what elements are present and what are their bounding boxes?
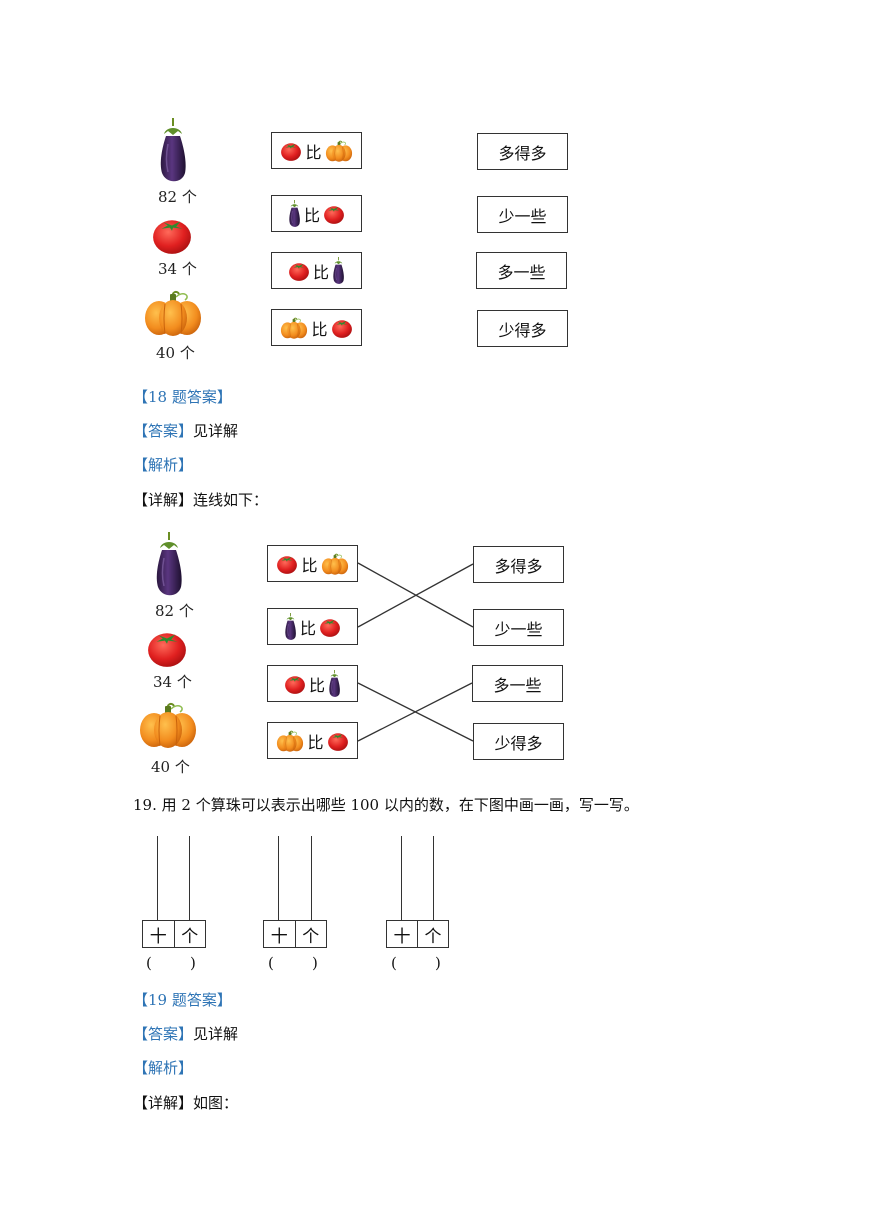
q18-analysis-label: 【解析】	[133, 456, 194, 474]
abacus-rod-ones	[433, 836, 435, 921]
detail-text: 如图：	[193, 1094, 239, 1112]
abacus-rod-tens	[278, 836, 280, 921]
compare-eggplant-tomato: 比	[267, 608, 358, 645]
word-box-much-less: 少得多	[473, 723, 564, 760]
bi-label: 比	[303, 205, 320, 225]
pumpkin-count: 40 个	[156, 344, 195, 362]
compare-pumpkin-tomato: 比	[267, 722, 358, 759]
word-box-a-little-less: 少一些	[473, 609, 564, 646]
match-line	[357, 682, 473, 742]
abacus-rod-ones	[189, 836, 191, 921]
ones-label: 个	[294, 921, 327, 947]
compare-tomato-pumpkin: 比	[267, 545, 358, 582]
word-box-a-little-more: 多一些	[476, 252, 567, 289]
abacus-place-label: 十 个	[263, 920, 327, 948]
q19-answer-line: 【答案】见详解	[133, 1023, 238, 1044]
answer-blank[interactable]: ( )	[146, 954, 196, 972]
word-box-a-little-less: 少一些	[477, 196, 568, 233]
abacus-place-label: 十 个	[142, 920, 206, 948]
match-line	[357, 563, 474, 628]
answer-text: 见详解	[193, 422, 239, 440]
bi-label: 比	[299, 618, 316, 638]
answer-blank[interactable]: ( )	[268, 954, 318, 972]
word-box-much-more: 多得多	[473, 546, 564, 583]
detail-label: 【详解】	[133, 491, 194, 509]
detail-label: 【详解】	[133, 1094, 194, 1112]
q18-answer-heading: 【18 题答案】	[133, 388, 232, 406]
compare-pumpkin-tomato: 比	[271, 309, 362, 346]
q19-answer-heading: 【19 题答案】	[133, 991, 232, 1009]
abacus-rod-ones	[311, 836, 313, 921]
compare-tomato-eggplant: 比	[271, 252, 362, 289]
bi-label: 比	[307, 732, 324, 752]
q18-answer-line: 【答案】见详解	[133, 420, 238, 441]
word-box-much-more: 多得多	[477, 133, 568, 170]
tens-label: 十	[149, 926, 167, 947]
ones-label: 个	[173, 921, 206, 947]
abacus-rod-tens	[157, 836, 159, 921]
q19-analysis-label: 【解析】	[133, 1059, 194, 1077]
q18-detail-line: 【详解】连线如下：	[133, 489, 268, 510]
abacus-rod-tens	[401, 836, 403, 921]
bi-label: 比	[301, 555, 318, 575]
tomato-count: 34 个	[158, 260, 197, 278]
q19-detail-line: 【详解】如图：	[133, 1092, 238, 1113]
eggplant-count: 82 个	[158, 188, 197, 206]
answer-label: 【答案】	[133, 1025, 194, 1043]
detail-text: 连线如下：	[193, 491, 269, 509]
abacus-place-label: 十 个	[386, 920, 449, 948]
tomato-count: 34 个	[153, 673, 192, 691]
compare-eggplant-tomato: 比	[271, 195, 362, 232]
bi-label: 比	[305, 142, 322, 162]
ones-label: 个	[417, 921, 448, 947]
compare-tomato-pumpkin: 比	[271, 132, 362, 169]
bi-label: 比	[311, 319, 328, 339]
pumpkin-count: 40 个	[151, 758, 190, 776]
word-box-much-less: 少得多	[477, 310, 568, 347]
bi-label: 比	[312, 262, 329, 282]
tens-label: 十	[270, 926, 288, 947]
eggplant-count: 82 个	[155, 602, 194, 620]
q19-question: 19. 用 2 个算珠可以表示出哪些 100 以内的数，在下图中画一画，写一写。	[133, 796, 639, 814]
answer-label: 【答案】	[133, 422, 194, 440]
answer-text: 见详解	[193, 1025, 239, 1043]
bi-label: 比	[308, 675, 325, 695]
answer-blank[interactable]: ( )	[391, 954, 441, 972]
word-box-a-little-more: 多一些	[472, 665, 563, 702]
tens-label: 十	[393, 926, 411, 947]
compare-tomato-eggplant: 比	[267, 665, 358, 702]
